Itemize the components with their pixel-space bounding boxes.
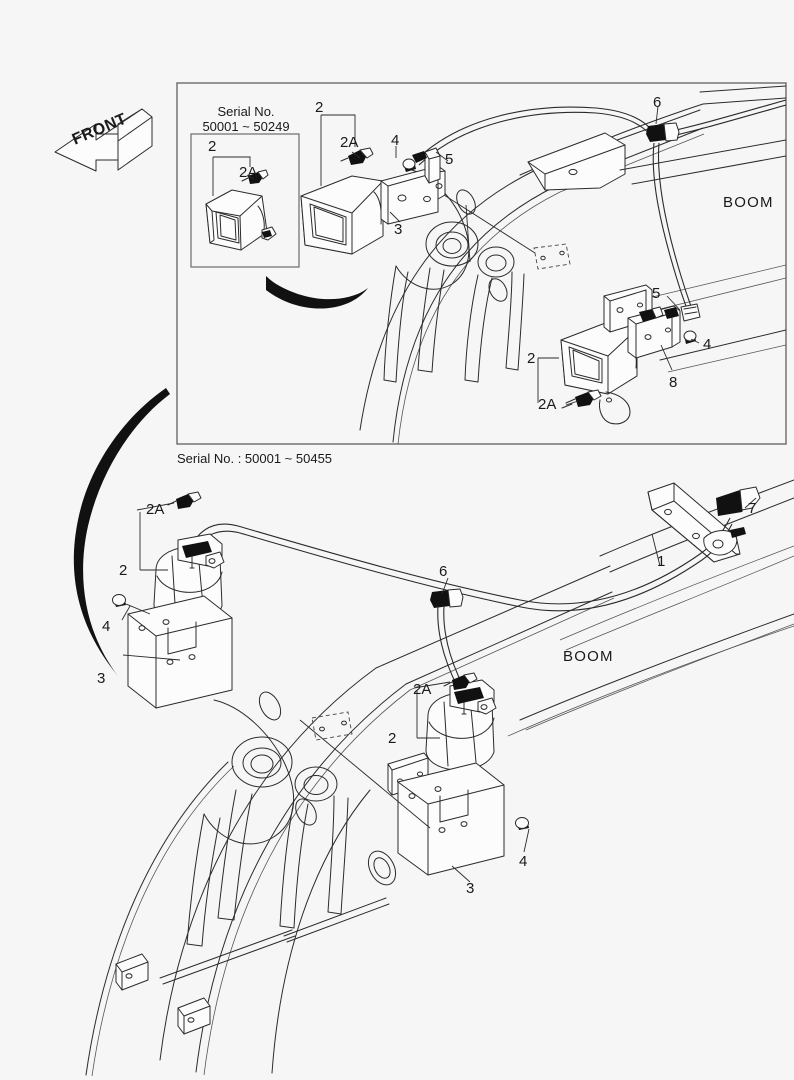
- lower-lead-lines: [121, 497, 757, 883]
- inset-bulb-2A: [241, 169, 269, 184]
- upper-lead-lines: [320, 105, 700, 406]
- upper-lamp-assembly-lower: [560, 321, 638, 425]
- callout-upper-5-lower: 5: [652, 285, 661, 302]
- callout-upper-2A-lower: 2A: [538, 396, 557, 413]
- upper-figure-frame: [176, 82, 787, 445]
- callout-lower-2A-lower: 2A: [413, 681, 432, 698]
- callout-lower-3-lower: 3: [466, 880, 475, 897]
- swoosh-large-decoration: [73, 388, 170, 676]
- callout-lower-3-top: 3: [97, 670, 106, 687]
- callout-upper-2: 2: [315, 99, 324, 116]
- inset-serial-line2: 50001 ~ 50249: [202, 119, 290, 134]
- callout-upper-2A: 2A: [340, 134, 359, 151]
- upper-boom-structure: [359, 85, 786, 444]
- callout-lower-4-top: 4: [102, 618, 111, 635]
- upper-bracket-assembly-lower: [603, 284, 697, 359]
- callout-upper-6: 6: [653, 94, 662, 111]
- callout-inset-2A: 2A: [239, 164, 258, 181]
- callout-upper-4-top: 4: [391, 132, 400, 149]
- upper-wiring-harness: [415, 99, 786, 322]
- callout-lower-4-lower: 4: [519, 853, 528, 870]
- front-arrow-icon: [54, 108, 153, 172]
- callout-lower-2-top: 2: [119, 562, 128, 579]
- callout-upper-2-lower: 2: [527, 350, 536, 367]
- callout-upper-4-lower: 4: [703, 336, 712, 353]
- lower-lamp-assembly-bottom: [397, 672, 529, 876]
- upper-bracket-assembly: [380, 147, 446, 225]
- callout-lower-6: 6: [439, 563, 448, 580]
- callout-lower-2-lower: 2: [388, 730, 397, 747]
- callout-upper-3: 3: [394, 221, 403, 238]
- callout-lower-7: 7: [748, 500, 757, 517]
- callout-upper-5-top: 5: [445, 151, 454, 168]
- upper-lamp-assembly-top: [300, 175, 384, 255]
- upper-figure-content: [190, 85, 786, 444]
- callout-upper-8: 8: [669, 374, 678, 391]
- callout-inset-2: 2: [208, 138, 217, 155]
- inset-lead-lines: [212, 156, 255, 196]
- upper-boom-label: BOOM: [723, 194, 774, 211]
- inset-lamp-assembly: [205, 189, 277, 251]
- callout-lower-1: 1: [657, 553, 666, 570]
- callout-lower-2A-top: 2A: [146, 501, 165, 518]
- lower-lamp-assembly-top: [112, 491, 233, 709]
- lower-boom-label: BOOM: [563, 648, 614, 665]
- upper-bulb-2A-top: [340, 147, 374, 165]
- lower-figure-content: [85, 479, 794, 1077]
- upper-figure-caption: Serial No. : 50001 ~ 50455: [177, 451, 333, 466]
- inset-serial-line1: Serial No.: [217, 104, 275, 119]
